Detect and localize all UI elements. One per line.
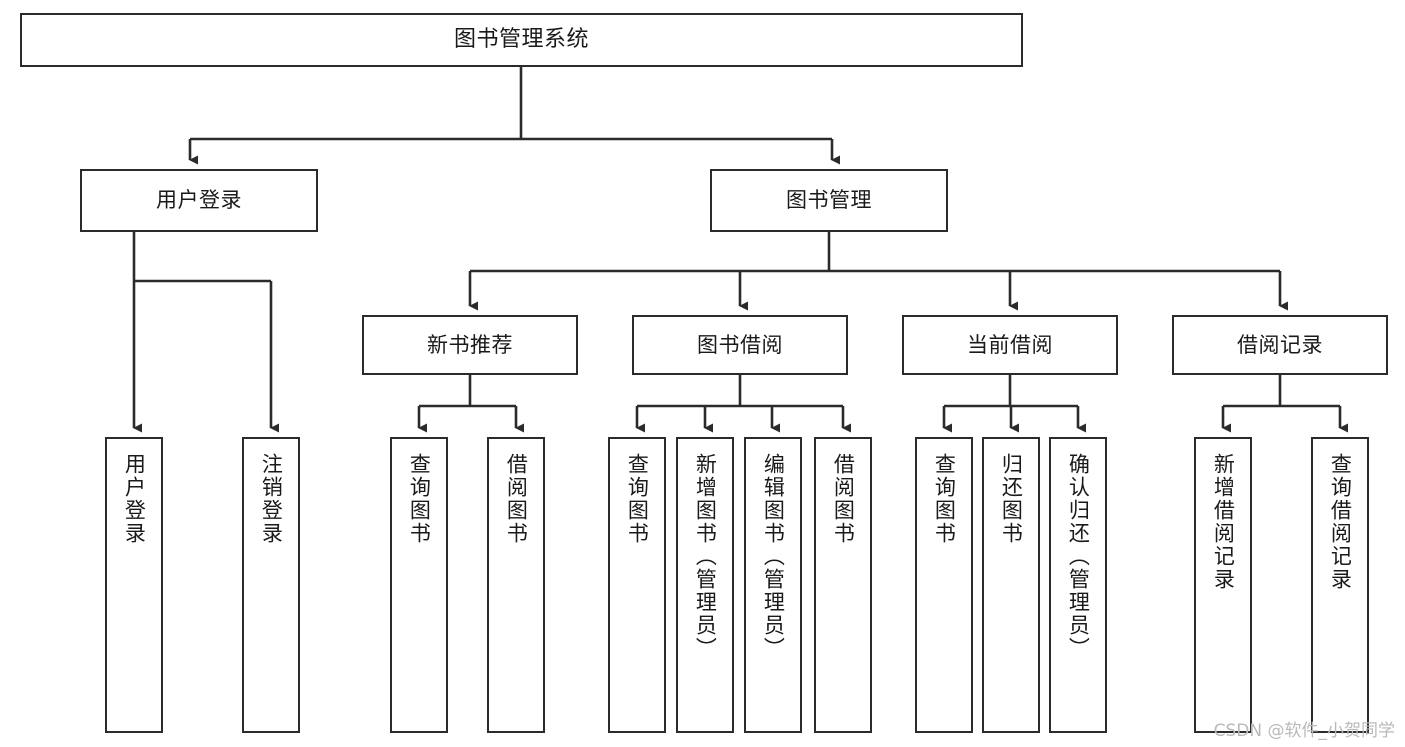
leaf-book-borrow-edit-book-label: 编辑图书（管理员） xyxy=(761,453,786,660)
leaf-book-borrow-query-book[interactable]: 查询图书 xyxy=(608,437,666,733)
node-borrow-record[interactable]: 借阅记录 xyxy=(1172,315,1388,375)
leaf-book-borrow-borrow-book-label: 借阅图书 xyxy=(831,453,856,545)
leaf-user-login-user-login[interactable]: 用户登录 xyxy=(105,437,163,733)
leaf-book-borrow-add-book-label: 新增图书（管理员） xyxy=(693,453,718,660)
leaf-new-book-query-book[interactable]: 查询图书 xyxy=(390,437,448,733)
leaf-borrow-record-add-record-label: 新增借阅记录 xyxy=(1211,453,1236,591)
leaf-current-borrow-confirm-return-label: 确认归还（管理员） xyxy=(1066,453,1091,660)
node-borrow-record-label: 借阅记录 xyxy=(1237,332,1323,357)
node-current-borrow[interactable]: 当前借阅 xyxy=(902,315,1118,375)
leaf-book-borrow-borrow-book[interactable]: 借阅图书 xyxy=(814,437,872,733)
leaf-borrow-record-query-record[interactable]: 查询借阅记录 xyxy=(1311,437,1369,733)
leaf-user-login-user-login-label: 用户登录 xyxy=(122,453,147,545)
node-book-borrow-label: 图书借阅 xyxy=(697,332,783,357)
leaf-current-borrow-query-book[interactable]: 查询图书 xyxy=(915,437,973,733)
node-root-system-label: 图书管理系统 xyxy=(453,27,589,53)
leaf-new-book-borrow-book-label: 借阅图书 xyxy=(504,453,529,545)
leaf-book-borrow-add-book[interactable]: 新增图书（管理员） xyxy=(676,437,734,733)
node-user-login[interactable]: 用户登录 xyxy=(80,169,318,232)
leaf-book-borrow-query-book-label: 查询图书 xyxy=(625,453,650,545)
node-book-management-label: 图书管理 xyxy=(786,188,872,213)
leaf-current-borrow-return-book-label: 归还图书 xyxy=(999,453,1024,545)
leaf-borrow-record-add-record[interactable]: 新增借阅记录 xyxy=(1194,437,1252,733)
leaf-new-book-query-book-label: 查询图书 xyxy=(407,453,432,545)
node-book-borrow[interactable]: 图书借阅 xyxy=(632,315,848,375)
leaf-user-login-logout[interactable]: 注销登录 xyxy=(242,437,300,733)
leaf-current-borrow-query-book-label: 查询图书 xyxy=(932,453,957,545)
leaf-user-login-logout-label: 注销登录 xyxy=(259,453,284,545)
leaf-borrow-record-query-record-label: 查询借阅记录 xyxy=(1328,453,1353,591)
node-new-book-recommend-label: 新书推荐 xyxy=(427,332,513,357)
leaf-book-borrow-edit-book[interactable]: 编辑图书（管理员） xyxy=(744,437,802,733)
leaf-new-book-borrow-book[interactable]: 借阅图书 xyxy=(487,437,545,733)
leaf-current-borrow-return-book[interactable]: 归还图书 xyxy=(982,437,1040,733)
leaf-current-borrow-confirm-return[interactable]: 确认归还（管理员） xyxy=(1049,437,1107,733)
node-user-login-label: 用户登录 xyxy=(156,188,242,213)
node-current-borrow-label: 当前借阅 xyxy=(967,332,1053,357)
node-new-book-recommend[interactable]: 新书推荐 xyxy=(362,315,578,375)
node-root-system[interactable]: 图书管理系统 xyxy=(20,13,1023,67)
node-book-management[interactable]: 图书管理 xyxy=(710,169,948,232)
